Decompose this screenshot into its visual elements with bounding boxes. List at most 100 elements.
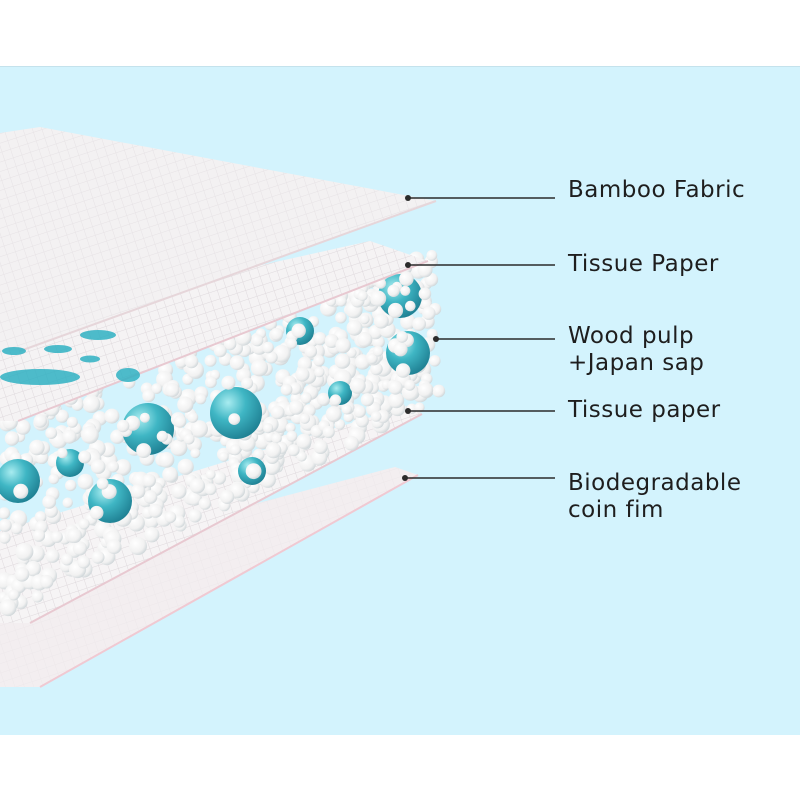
pulp-bead	[426, 250, 438, 261]
pulp-bead	[212, 471, 227, 485]
pulp-bead	[316, 392, 330, 406]
pulp-bead	[251, 334, 264, 347]
pulp-bead	[13, 483, 29, 499]
pulp-bead	[373, 313, 389, 329]
pulp-bead	[334, 419, 346, 430]
pulp-bead	[32, 529, 46, 542]
pulp-bead	[66, 416, 78, 428]
pulp-bead	[418, 287, 432, 301]
pulp-bead	[400, 285, 411, 296]
tissue-paper-top-layer	[0, 241, 429, 422]
pulp-bead	[322, 425, 335, 439]
pulp-bead	[204, 483, 217, 496]
pulp-bead	[48, 473, 60, 485]
pulp-bead	[285, 422, 296, 433]
pulp-bead	[188, 509, 202, 523]
pulp-bead	[14, 567, 30, 582]
pulp-bead	[189, 478, 205, 494]
pulp-bead	[335, 295, 347, 307]
pulp-bead	[220, 489, 235, 504]
pulp-bead	[104, 408, 120, 424]
pulp-bead	[170, 439, 188, 457]
pulp-bead	[45, 548, 60, 563]
label-tissue-paper-top: Tissue Paper	[568, 251, 719, 277]
pulp-bead	[130, 484, 146, 499]
pulp-bead	[335, 312, 347, 324]
pulp-bead	[313, 439, 328, 454]
pulp-bead	[91, 550, 105, 564]
pulp-bead	[144, 527, 160, 543]
leader-lines	[402, 195, 555, 481]
pulp-bead	[177, 458, 194, 475]
pulp-bead	[78, 518, 90, 530]
pulp-bead	[42, 495, 57, 509]
biodegradable-film-layer	[0, 467, 419, 688]
pulp-bead	[404, 379, 416, 391]
pulp-bead	[57, 447, 68, 459]
pulp-bead	[353, 405, 366, 418]
pulp-bead	[296, 433, 312, 449]
pulp-bead	[223, 337, 237, 351]
pulp-bead	[344, 435, 359, 451]
bamboo-fabric-layer	[0, 127, 437, 352]
pulp-bead	[82, 395, 101, 413]
pulp-bead	[67, 528, 82, 543]
label-film-line2: coin fim	[568, 497, 664, 523]
pulp-bead	[143, 490, 158, 504]
pulp-bead	[357, 332, 373, 348]
pulp-bead	[324, 334, 339, 348]
pulp-bead	[359, 314, 370, 325]
pulp-bead	[360, 393, 374, 407]
pulp-bead	[139, 412, 150, 423]
pulp-bead	[55, 409, 69, 423]
pulp-bead	[228, 413, 241, 425]
pulp-bead	[114, 459, 132, 476]
pulp-bead	[62, 429, 77, 444]
pulp-bead	[221, 375, 236, 390]
sap-bead	[122, 403, 174, 455]
pulp-bead	[25, 560, 41, 577]
label-bamboo-fabric: Bamboo Fabric	[568, 177, 746, 203]
pulp-bead	[8, 589, 20, 601]
pulp-bead	[313, 332, 327, 346]
pulp-bead	[387, 284, 400, 297]
pulp-bead	[311, 449, 328, 466]
sap-bead	[210, 387, 262, 439]
pulp-bead	[412, 317, 426, 331]
pulp-bead	[165, 382, 180, 398]
pulp-bead	[271, 433, 282, 444]
pulp-bead	[195, 393, 207, 405]
pulp-bead	[252, 448, 265, 461]
pulp-bead	[432, 384, 446, 398]
pulp-bead	[295, 367, 310, 382]
pulp-bead	[0, 599, 17, 617]
pulp-bead	[77, 555, 91, 569]
pulp-bead	[205, 376, 217, 389]
pulp-bead	[218, 451, 229, 462]
label-biodegradable-film: Biodegradable coin fim	[568, 470, 741, 524]
layer-diagram	[0, 127, 555, 688]
pulp-bead	[396, 331, 409, 343]
pulp-bead	[0, 531, 11, 544]
pulp-bead	[106, 539, 122, 555]
pulp-bead	[62, 497, 73, 508]
pulp-bead	[313, 355, 325, 367]
pulp-bead	[50, 531, 63, 543]
pulp-bead	[173, 415, 187, 428]
pulp-bead	[325, 406, 342, 423]
pulp-bead	[387, 302, 404, 319]
pulp-bead	[31, 590, 44, 603]
pulp-bead	[205, 469, 216, 480]
pulp-bead	[417, 262, 433, 278]
pulp-bead	[39, 574, 54, 589]
pulp-bead	[204, 354, 217, 367]
pulp-bead	[136, 443, 152, 459]
pulp-bead	[15, 419, 31, 435]
pulp-bead	[164, 511, 177, 523]
pulp-bead	[129, 537, 147, 555]
pulp-bead	[241, 377, 254, 390]
pulp-bead	[314, 366, 325, 378]
wood-pulp-sap-beads	[0, 250, 446, 617]
pulp-bead	[370, 362, 383, 376]
pulp-bead	[148, 503, 163, 518]
